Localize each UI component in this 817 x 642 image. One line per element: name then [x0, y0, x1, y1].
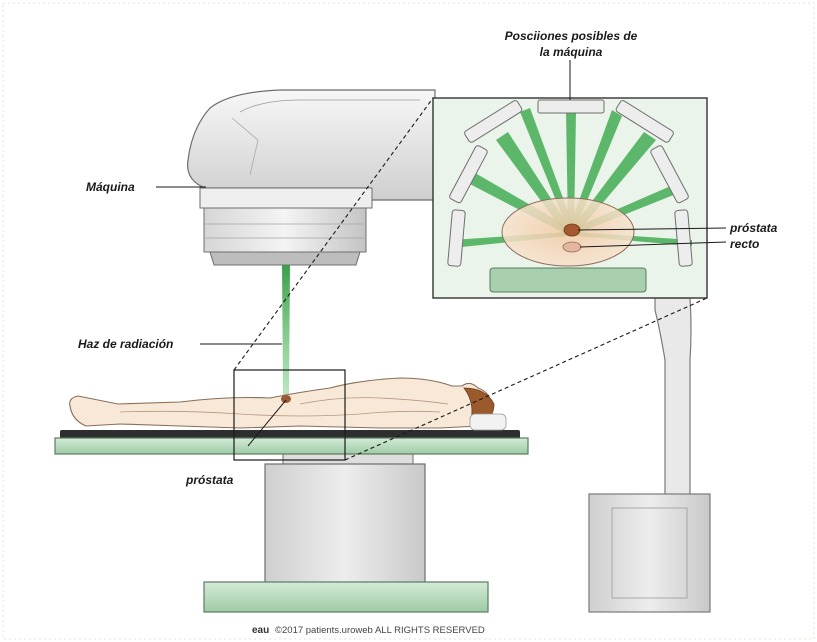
positions-label-line1: Posciiones posibles de: [505, 29, 638, 43]
machine-label: Máquina: [86, 180, 135, 194]
prostate-label-main: próstata: [185, 473, 234, 487]
gantry-column: [589, 298, 710, 612]
footer-copyright: ©2017 patients.uroweb ALL RIGHTS RESERVE…: [275, 625, 485, 636]
linac-machine: [188, 90, 435, 265]
prostate-label-inset: próstata: [729, 221, 778, 235]
radiation-beam: [282, 265, 290, 395]
treatment-couch: [55, 430, 528, 454]
positions-label-line2: la máquina: [540, 45, 603, 59]
footer-logo: eau: [252, 625, 269, 636]
beam-label: Haz de radiación: [78, 337, 173, 351]
couch-pedestal: [204, 450, 488, 612]
inset-panel: [433, 98, 707, 298]
rectum-label: recto: [730, 237, 759, 251]
